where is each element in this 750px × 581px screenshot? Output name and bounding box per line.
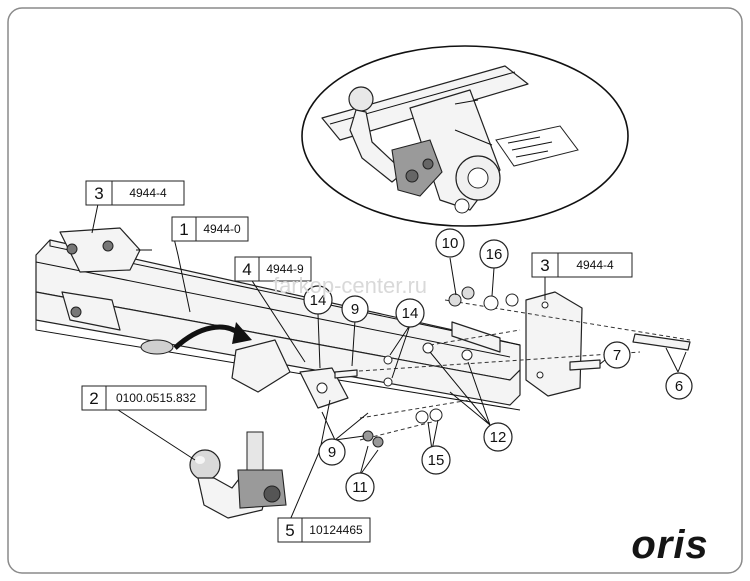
circle-callout-12: 12 xyxy=(483,422,513,452)
circle-callout-10: 10 xyxy=(435,228,465,258)
callout-part-3-left: 3 4944-4 xyxy=(85,180,185,206)
callout-code: 10124465 xyxy=(309,523,363,537)
plug-arrow xyxy=(140,322,252,355)
svg-text:10: 10 xyxy=(442,235,459,252)
svg-text:14: 14 xyxy=(402,305,419,322)
callout-code: 4944-4 xyxy=(576,258,614,272)
circle-callout-14-top: 14 xyxy=(303,285,333,315)
svg-text:6: 6 xyxy=(675,378,683,395)
circle-callout-16: 16 xyxy=(479,239,509,269)
detail-view xyxy=(301,45,629,227)
watermark-text: farkop-center.ru xyxy=(273,273,427,298)
svg-text:7: 7 xyxy=(613,347,621,364)
svg-text:9: 9 xyxy=(351,301,359,318)
oris-logo: oris xyxy=(631,523,708,567)
leader-lines xyxy=(91,203,687,521)
svg-text:12: 12 xyxy=(490,429,507,446)
callout-code: 4944-0 xyxy=(203,222,241,236)
ball-hitch xyxy=(189,431,287,519)
callout-part-2: 2 0100.0515.832 xyxy=(81,385,207,411)
outer-frame xyxy=(7,7,743,574)
circle-callout-9-top: 9 xyxy=(341,295,369,323)
svg-text:11: 11 xyxy=(352,479,368,496)
callout-code: 0100.0515.832 xyxy=(116,391,196,405)
callout-part-1: 1 4944-0 xyxy=(171,216,249,242)
svg-text:9: 9 xyxy=(328,444,336,461)
right-bracket xyxy=(451,291,583,397)
circle-callout-9-bottom: 9 xyxy=(318,438,346,466)
circle-callout-11: 11 xyxy=(345,472,375,502)
left-bracket xyxy=(59,227,152,331)
callout-part-5: 5 10124465 xyxy=(277,517,371,543)
circle-callout-7: 7 xyxy=(603,341,631,369)
callout-number: 4 xyxy=(242,260,251,279)
svg-text:15: 15 xyxy=(428,452,445,469)
fastener-lines xyxy=(334,286,691,448)
callout-number: 1 xyxy=(179,220,188,239)
callout-number: 3 xyxy=(540,256,549,275)
callout-part-4: 4 4944-9 xyxy=(234,256,312,282)
circle-callout-15: 15 xyxy=(421,445,451,475)
nameplate-label xyxy=(495,125,579,167)
svg-text:14: 14 xyxy=(310,292,327,309)
svg-text:16: 16 xyxy=(486,246,503,263)
callout-code: 4944-9 xyxy=(266,262,304,276)
callout-number: 2 xyxy=(89,389,98,408)
circle-callout-14-mid: 14 xyxy=(395,298,425,328)
callout-number: 5 xyxy=(285,521,294,540)
circle-callout-6: 6 xyxy=(665,372,693,400)
callout-code: 4944-4 xyxy=(129,186,167,200)
callout-number: 3 xyxy=(94,184,103,203)
callout-part-3-right: 3 4944-4 xyxy=(531,252,633,278)
